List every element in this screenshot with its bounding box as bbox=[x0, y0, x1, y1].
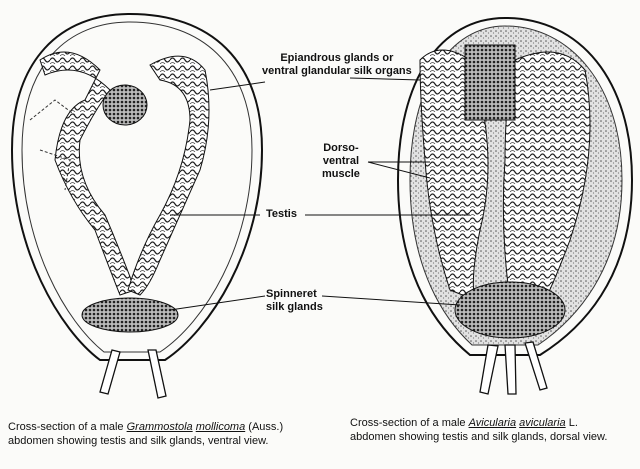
label-epiandrous-glands: Epiandrous glands or ventral glandular s… bbox=[262, 52, 412, 78]
caption-line2: abdomen showing testis and silk glands, … bbox=[8, 435, 269, 447]
caption-genus: Grammostola bbox=[126, 421, 193, 433]
caption-author: (Auss.) bbox=[245, 421, 284, 433]
caption-text: Cross-section of a male bbox=[350, 417, 469, 429]
left-epiandrous-gland bbox=[102, 84, 148, 126]
label-line: ventral bbox=[322, 155, 359, 167]
label-line: muscle bbox=[322, 168, 360, 180]
label-line: ventral glandular silk organs bbox=[262, 65, 412, 77]
leader-lines bbox=[169, 77, 470, 311]
label-dorsoventral-muscle: Dorso- ventral muscle bbox=[322, 142, 360, 181]
label-testis: Testis bbox=[266, 208, 297, 220]
caption-species: avicularia bbox=[519, 417, 566, 429]
caption-left: Cross-section of a male Grammostola moll… bbox=[8, 420, 283, 448]
right-abdomen bbox=[396, 16, 634, 395]
caption-text: Cross-section of a male bbox=[8, 421, 127, 433]
label-line: Spinneret bbox=[266, 288, 317, 300]
label-line: Epiandrous glands or bbox=[280, 52, 394, 64]
label-spinneret-silk-glands: Spinneret silk glands bbox=[266, 288, 323, 314]
caption-genus: Avicularia bbox=[468, 417, 517, 429]
caption-author: L. bbox=[565, 417, 578, 429]
right-spinneret-gland bbox=[454, 281, 566, 339]
label-line: silk glands bbox=[266, 301, 323, 313]
label-line: Dorso- bbox=[323, 142, 359, 154]
right-epiandrous-gland bbox=[464, 44, 516, 121]
caption-species: mollicoma bbox=[195, 421, 246, 433]
left-spinneret-gland bbox=[81, 297, 179, 333]
left-abdomen bbox=[10, 12, 264, 399]
caption-right: Cross-section of a male Avicularia avicu… bbox=[350, 416, 607, 444]
caption-line2: abdomen showing testis and silk glands, … bbox=[350, 431, 608, 443]
